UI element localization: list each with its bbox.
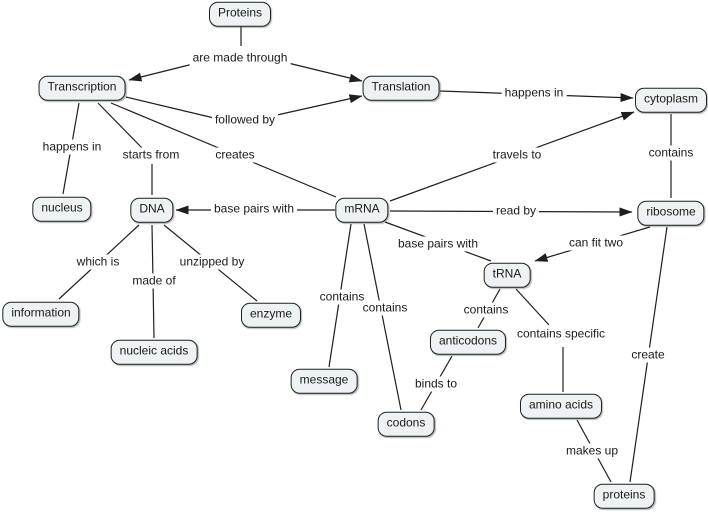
node-codons[interactable]: codons <box>377 411 435 437</box>
edge-label-trna-anticodons[interactable]: contains <box>460 302 512 318</box>
edge-label-dna-nucleic-acids[interactable]: made of <box>129 273 179 289</box>
node-ribosome[interactable]: ribosome <box>637 200 705 226</box>
node-dna[interactable]: DNA <box>130 197 174 223</box>
node-message[interactable]: message <box>290 368 358 394</box>
edge-label-mrna-cytoplasm[interactable]: travels to <box>489 147 545 163</box>
node-transcription[interactable]: Transcription <box>38 75 126 101</box>
edge-line-transcription-translation <box>125 96 215 119</box>
edge-label-dna-information[interactable]: which is <box>73 254 123 270</box>
edge-label-amino-acids-proteins-bottom[interactable]: makes up <box>562 443 622 459</box>
node-information[interactable]: information <box>2 301 80 327</box>
edge-label-mrna-message[interactable]: contains <box>316 289 368 305</box>
edge-line-trna-amino-acids <box>515 288 550 326</box>
edge-label-ribosome-proteins-bottom[interactable]: create <box>628 347 668 363</box>
node-mrna[interactable]: mRNA <box>335 197 389 223</box>
node-proteins-top[interactable]: Proteins <box>208 1 272 27</box>
edge-label-cytoplasm-ribosome[interactable]: contains <box>645 145 697 161</box>
edge-line-mrna-codons <box>363 223 402 411</box>
edge-label-mrna-ribosome[interactable]: read by <box>492 203 540 219</box>
edge-line-proteins-top-transcription-translation <box>128 63 194 82</box>
edge-label-ribosome-trna[interactable]: can fit two <box>565 235 627 251</box>
node-proteins-bottom[interactable]: proteins <box>593 483 655 509</box>
edge-label-trna-amino-acids[interactable]: contains specific <box>513 326 609 342</box>
node-nucleic-acids[interactable]: nucleic acids <box>110 339 198 365</box>
node-trna[interactable]: tRNA <box>483 262 531 288</box>
node-amino-acids[interactable]: amino acids <box>519 393 603 419</box>
node-cytoplasm[interactable]: cytoplasm <box>634 87 708 113</box>
edge-line-proteins-top-transcription-translation <box>287 62 363 83</box>
edge-label-dna-enzyme[interactable]: unzipped by <box>176 254 248 270</box>
edge-label-transcription-mrna[interactable]: creates <box>212 147 258 163</box>
edge-label-transcription-translation[interactable]: followed by <box>211 112 279 128</box>
edge-label-transcription-dna[interactable]: starts from <box>119 147 183 163</box>
edge-line-transcription-translation <box>276 94 363 116</box>
edge-label-translation-cytoplasm[interactable]: happens in <box>501 85 567 101</box>
node-enzyme[interactable]: enzyme <box>240 302 302 328</box>
edge-label-anticodons-codons[interactable]: binds to <box>411 376 461 392</box>
node-nucleus[interactable]: nucleus <box>32 196 92 222</box>
node-anticodons[interactable]: anticodons <box>429 329 507 355</box>
edge-label-proteins-top-transcription-translation[interactable]: are made through <box>189 50 291 66</box>
edge-label-mrna-codons[interactable]: contains <box>359 300 411 316</box>
edge-line-transcription-dna <box>97 102 143 149</box>
edge-label-mrna-trna[interactable]: base pairs with <box>394 236 482 252</box>
edge-label-mrna-dna[interactable]: base pairs with <box>210 201 298 217</box>
node-translation[interactable]: Translation <box>362 75 440 101</box>
edge-label-transcription-nucleus[interactable]: happens in <box>39 139 105 155</box>
